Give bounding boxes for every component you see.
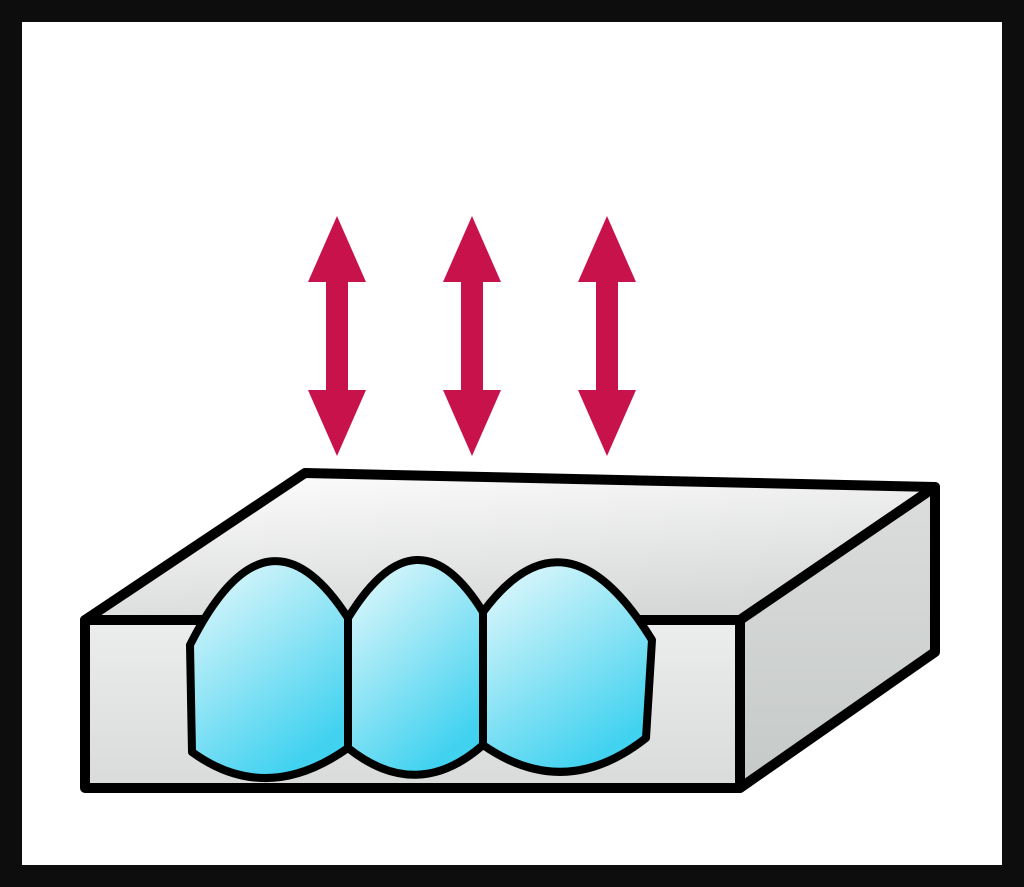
motion-arrows — [308, 216, 636, 456]
up-down-arrow-1 — [308, 216, 366, 456]
up-down-arrow-2 — [443, 216, 501, 456]
groove-3 — [479, 558, 656, 776]
milled-grooves — [186, 556, 656, 782]
groove-2 — [344, 556, 487, 779]
up-down-arrow-3 — [578, 216, 636, 456]
